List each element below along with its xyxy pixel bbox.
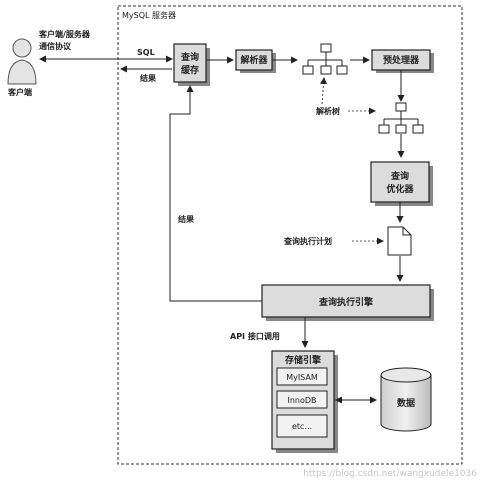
storage-engine-title: 存储引擎 [285, 354, 321, 366]
result-side-label: 结果 [178, 214, 194, 224]
result-return-arrow [169, 85, 262, 302]
query-optimizer-box [370, 161, 430, 203]
parse-tree-pointer-up [320, 77, 328, 105]
storage-engine-myisam-label: MyISAM [286, 373, 318, 382]
storage-engine-etc [276, 414, 328, 438]
optimizer-label-line2: 优化器 [386, 183, 414, 195]
storage-engine-innodb [276, 390, 328, 409]
watermark: https://blog.csdn.net/wangxudele1036 [303, 469, 477, 479]
client-label: 客户端 [7, 87, 32, 97]
data-label: 数据 [397, 397, 415, 409]
optimizer-label-line1: 查询 [390, 170, 409, 182]
preprocessor-label: 预处理器 [383, 54, 420, 66]
execution-plan-document-icon [387, 226, 412, 256]
mysql-server-boundary [117, 5, 463, 465]
parse-tree-icon [302, 43, 348, 75]
parser-label: 解析器 [240, 54, 268, 66]
protocol-label-line2: 通信协议 [39, 41, 72, 51]
storage-engine-innodb-label: InnoDB [287, 396, 316, 405]
result-top-label: 结果 [140, 73, 156, 83]
protocol-label-line1: 客户端/服务器 [38, 29, 91, 39]
parse-tree-label: 解析树 [316, 106, 340, 116]
execution-engine-label: 查询执行引擎 [318, 296, 373, 308]
data-cylinder-icon [380, 367, 432, 432]
parse-tree-icon-2 [378, 102, 424, 134]
storage-engine-myisam [276, 367, 328, 386]
client-person-icon [7, 38, 37, 85]
server-title: MySQL 服务器 [122, 10, 176, 20]
query-cache-label-line1: 查询 [180, 51, 199, 63]
execution-plan-label: 查询执行计划 [284, 236, 332, 246]
query-cache-label-line2: 缓存 [181, 64, 199, 76]
api-call-label: API 接口调用 [230, 331, 280, 341]
sql-label: SQL [137, 48, 155, 57]
query-execution-engine-box [261, 284, 431, 318]
storage-engine-etc-label: etc... [292, 422, 312, 431]
query-cache-box [173, 43, 207, 83]
